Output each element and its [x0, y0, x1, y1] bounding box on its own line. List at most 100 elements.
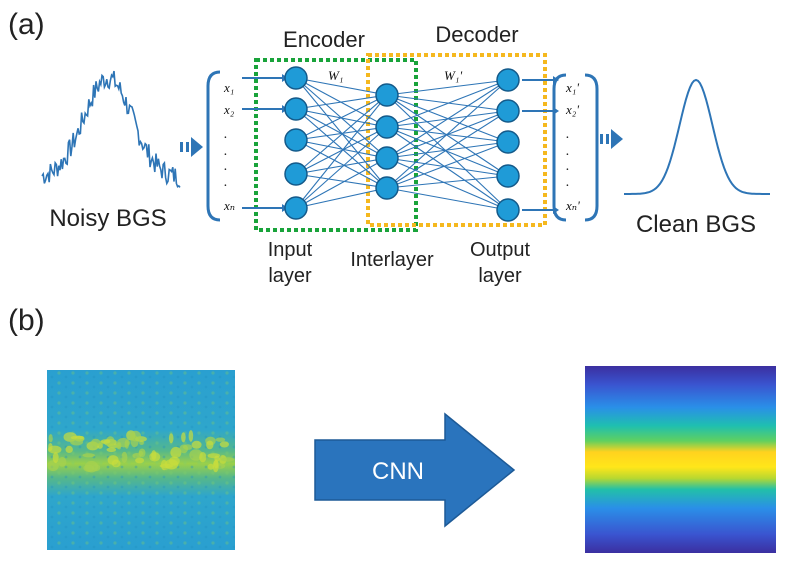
output-neuron	[496, 198, 520, 222]
output-vector: x₁' x₂'.... xₙ'	[552, 73, 599, 222]
speckle	[82, 453, 95, 458]
speckle	[207, 453, 221, 459]
connection-line	[386, 141, 509, 189]
speckle	[199, 452, 207, 463]
speckle	[164, 459, 179, 470]
output-layer-label-line2: layer	[478, 265, 522, 287]
output-neuron	[496, 130, 520, 154]
output-vector-item: x₂'	[565, 102, 579, 117]
connection-line	[386, 94, 509, 211]
hidden-neuron	[375, 146, 399, 170]
connection-line	[295, 126, 388, 175]
speckle	[48, 443, 53, 451]
speckle	[207, 463, 214, 470]
hidden-neuron	[375, 83, 399, 107]
speckle	[106, 447, 117, 453]
encoder-label: Encoder	[283, 27, 365, 52]
output-vector-item: .	[566, 159, 570, 174]
connection-line	[386, 110, 509, 189]
output-vector-item: xₙ'	[565, 198, 580, 213]
output-neuron	[496, 164, 520, 188]
speckle	[117, 437, 130, 448]
hidden-neuron	[375, 115, 399, 139]
connection-line	[386, 94, 509, 177]
speckle	[83, 464, 95, 472]
input-vector-item: x₁	[223, 80, 234, 95]
speckle	[58, 457, 67, 467]
connection-line	[295, 94, 388, 209]
speckle	[132, 453, 142, 459]
speckle	[90, 438, 101, 447]
decoder-box	[366, 53, 547, 227]
connection-line	[386, 79, 509, 96]
speckle	[65, 445, 73, 453]
clean-bgs-image	[585, 366, 776, 553]
speckle	[219, 441, 229, 448]
connection-line	[295, 126, 388, 209]
connection-line	[295, 139, 388, 159]
interlayer-label: Interlayer	[350, 249, 434, 271]
speckle	[70, 438, 84, 446]
connection-line	[295, 187, 388, 209]
input-neuron	[284, 162, 308, 186]
input-vector-item: .	[224, 175, 228, 190]
connection-line	[295, 77, 388, 96]
cnn-arrow-label: CNN	[372, 458, 424, 485]
connection-line	[386, 126, 509, 211]
panel-label-a: (a)	[8, 8, 45, 41]
speckle	[221, 457, 235, 462]
weight-label-encoder: W₁	[328, 68, 343, 83]
speckle	[48, 434, 53, 443]
connection-line	[386, 175, 509, 189]
connection-line	[295, 139, 388, 189]
connection-line	[386, 79, 509, 189]
cnn-arrow	[314, 412, 516, 528]
connection-line	[386, 157, 509, 177]
connection-line	[386, 157, 509, 211]
clean-bgs-curve	[624, 78, 770, 195]
output-layer-label-line1: Output	[470, 239, 530, 261]
output-vector-item: .	[566, 144, 570, 159]
speckle	[121, 451, 128, 464]
output-arrow-icon	[600, 129, 623, 149]
connection-line	[295, 94, 388, 175]
input-neuron	[284, 66, 308, 90]
input-vector-item: .	[224, 159, 228, 174]
connection-line	[295, 94, 388, 141]
output-vector-item: x₁'	[565, 80, 579, 95]
connection-line	[386, 126, 509, 177]
speckle	[182, 444, 193, 450]
connection-line	[295, 126, 388, 141]
speckle	[107, 455, 119, 465]
output-vector-item: .	[566, 175, 570, 190]
speckle	[170, 446, 182, 459]
speckle	[100, 439, 111, 444]
input-layer-label-line2: layer	[268, 265, 312, 287]
input-vector-item: x₂	[223, 102, 235, 117]
connection-line	[295, 157, 388, 209]
connection-line	[386, 79, 509, 159]
decoder-label: Decoder	[435, 22, 518, 47]
speckle	[206, 440, 214, 450]
speckle	[191, 440, 202, 449]
output-neuron	[496, 99, 520, 123]
speckle	[168, 433, 174, 444]
input-layer-label-line1: Input	[268, 239, 313, 261]
connection-line	[295, 157, 388, 175]
speckle	[129, 430, 141, 442]
noisy-bgs-caption: Noisy BGS	[49, 205, 166, 232]
connection-line	[386, 187, 509, 211]
output-vector-item: .	[566, 127, 570, 142]
clean-bgs-caption: Clean BGS	[636, 211, 756, 238]
speckle	[52, 452, 59, 464]
input-neuron	[284, 196, 308, 220]
speckle	[181, 432, 186, 443]
connection-line	[386, 79, 509, 128]
input-neuron	[284, 128, 308, 152]
input-vector-item: .	[224, 144, 228, 159]
input-vector-item: .	[224, 127, 228, 142]
connection-line	[295, 173, 388, 189]
encoder-box	[254, 58, 418, 232]
